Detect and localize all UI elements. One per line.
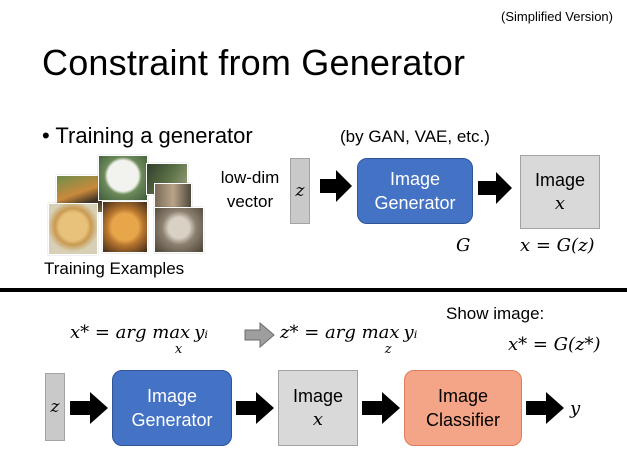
classifier-label-line2: Classifier	[425, 410, 500, 430]
generator-label-line1: Image	[389, 169, 441, 189]
doge-image	[48, 203, 98, 255]
x-star-lhs: x* = arg max	[70, 322, 191, 343]
z-star-lhs: z* = arg max	[280, 322, 400, 343]
generated-image-box: Image x	[520, 155, 600, 229]
generator-symbol: G	[456, 235, 471, 256]
inference-generator-line2: Generator	[131, 410, 213, 430]
arrow-z-to-generator-inference	[70, 392, 108, 424]
training-bullet-text: Training a generator	[55, 123, 253, 148]
slide-title: Constraint from Generator	[42, 42, 466, 83]
generator-label-line2: Generator	[374, 193, 456, 213]
inference-image-symbol: x	[312, 409, 324, 430]
z-star-equation: z* = arg max z yᵢ	[280, 322, 418, 357]
generated-image-label: Image	[534, 170, 586, 190]
inference-image-label: Image	[292, 386, 344, 406]
z-star-argmax: z* = arg max z	[280, 322, 400, 357]
show-image-label: Show image:	[446, 304, 545, 323]
training-bullet: • Training a generator	[42, 123, 253, 149]
image-generator-box: Image Generator	[357, 158, 473, 224]
inference-z-box: z	[45, 373, 65, 441]
x-star-sub: x	[174, 342, 183, 357]
low-dim-vector-label: low-dim vector	[214, 166, 286, 214]
section-divider	[0, 288, 627, 292]
arrow-generator-to-image-inference	[236, 392, 274, 424]
version-note: (Simplified Version)	[501, 9, 613, 24]
low-dim-label-line1: low-dim	[220, 168, 280, 187]
inference-generator-box: Image Generator	[112, 370, 232, 446]
z-star-sub: z	[384, 342, 392, 357]
generated-image-symbol: x	[554, 193, 566, 214]
x-star-equation: x* = arg max x yᵢ	[70, 322, 209, 357]
training-examples-collage	[46, 153, 206, 255]
generator-equation: x = G(z)	[520, 235, 595, 256]
classifier-label-line1: Image	[437, 386, 489, 406]
show-image-equation: x* = G(z*)	[508, 334, 601, 355]
arrow-image-to-classifier	[362, 392, 400, 424]
arrow-z-to-generator	[320, 170, 352, 202]
cat-image	[102, 201, 148, 253]
arrow-classifier-to-output	[526, 392, 564, 424]
dog-white-image	[98, 155, 148, 201]
x-star-rhs: yᵢ	[194, 322, 209, 343]
wolf-image	[154, 207, 204, 253]
z-star-rhs: yᵢ	[403, 322, 418, 343]
x-star-argmax: x* = arg max x	[70, 322, 191, 357]
method-note: (by GAN, VAE, etc.)	[340, 127, 490, 146]
training-examples-label: Training Examples	[44, 259, 185, 278]
bullet-marker: •	[42, 123, 50, 148]
gray-arrow-icon	[244, 322, 275, 348]
classifier-output-y: y	[570, 398, 581, 419]
image-classifier-box: Image Classifier	[404, 370, 522, 446]
latent-z-box: z	[290, 158, 310, 224]
inference-generator-line1: Image	[146, 386, 198, 406]
arrow-generator-to-image	[478, 172, 512, 204]
low-dim-label-line2: vector	[226, 192, 274, 211]
inference-image-box: Image x	[278, 370, 358, 446]
